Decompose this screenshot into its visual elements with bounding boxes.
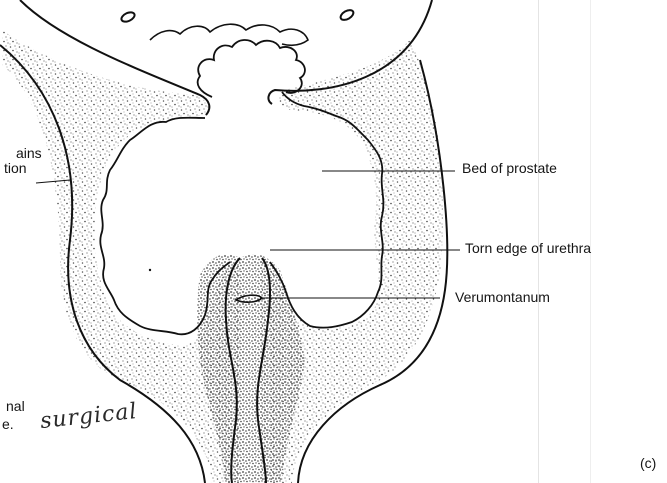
label-torn-edge-of-urethra: Torn edge of urethra <box>465 240 591 256</box>
left-label-partial-2: tion <box>4 160 27 176</box>
label-bed-of-prostate: Bed of prostate <box>462 160 557 176</box>
ureteric-orifice-right <box>339 8 355 22</box>
trigone-outline <box>198 40 305 97</box>
panel-letter: (c) <box>640 455 656 471</box>
left-label-partial-4: e. <box>2 416 14 432</box>
label-verumontanum: Verumontanum <box>455 289 550 305</box>
trigone-top <box>150 24 308 45</box>
left-label-partial-1: ains <box>16 145 42 161</box>
ureteric-orifice-left <box>120 10 136 23</box>
left-label-partial-3: nal <box>6 398 25 414</box>
